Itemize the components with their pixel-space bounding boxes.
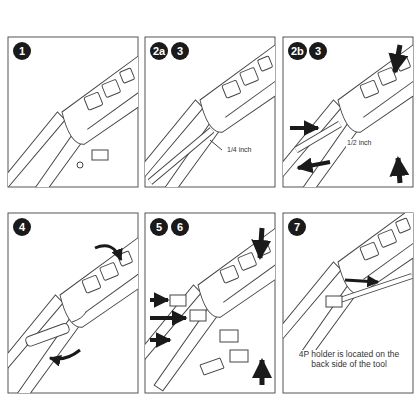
step-number-text: 5 (156, 222, 162, 233)
step-number: 3 (171, 42, 189, 60)
step-number-text: 3 (315, 46, 321, 57)
step-number: 6 (171, 218, 189, 236)
step-number-text: 1 (19, 46, 25, 57)
step-number: 2b (288, 42, 307, 60)
step-number-text: 2b (291, 46, 304, 57)
dimension-label: 1/2 inch (346, 139, 373, 147)
step-number: 2a (150, 42, 168, 60)
step-number-text: 7 (294, 222, 300, 233)
note-text: 4P holder is located on the back side of… (292, 350, 406, 370)
step-number-text: 4 (19, 222, 25, 233)
step-number: 5 (150, 218, 168, 236)
step-number: 4 (13, 218, 31, 236)
step-number-text: 3 (177, 46, 183, 57)
step-number-text: 6 (177, 222, 183, 233)
step-number: 7 (288, 218, 306, 236)
step-number: 1 (13, 42, 31, 60)
dimension-label: 1/4 inch (226, 146, 253, 154)
step-number: 3 (309, 42, 327, 60)
step-number-text: 2a (153, 46, 165, 57)
